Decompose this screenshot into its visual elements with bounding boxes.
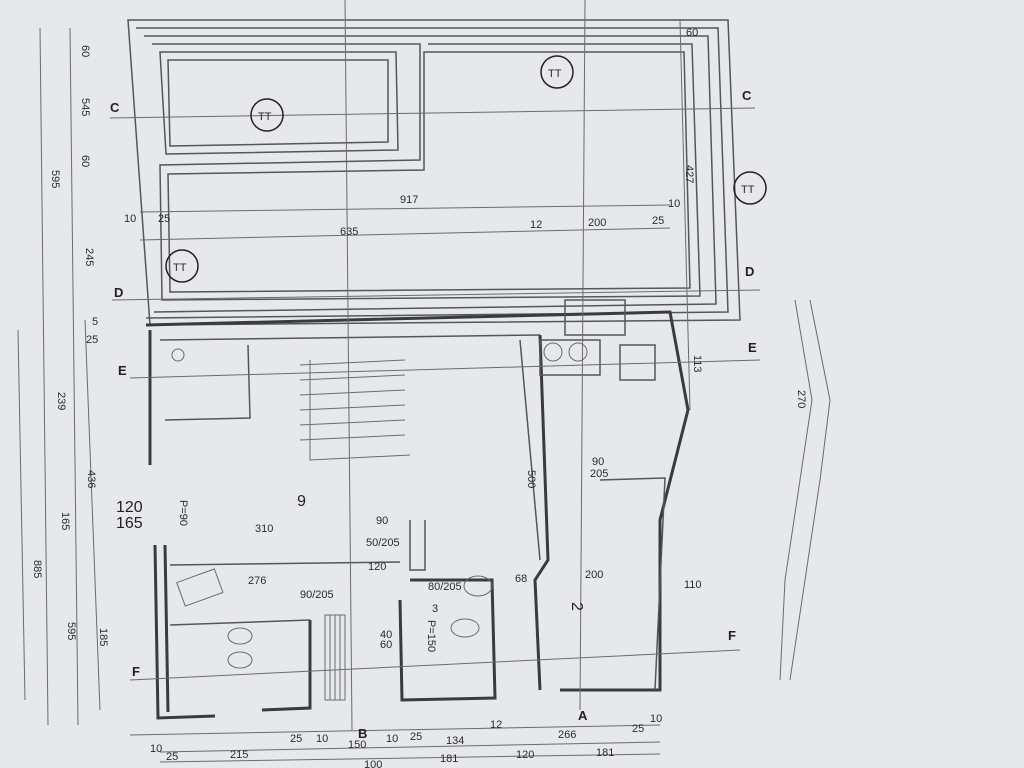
door-height: 205 bbox=[590, 468, 608, 480]
tt-markers: TT TT TT TT bbox=[165, 55, 767, 283]
door-size: 90/205 bbox=[300, 589, 334, 601]
axis-a: A bbox=[578, 708, 588, 723]
dim: 200 bbox=[588, 217, 606, 229]
room-numbers: 6 3 2 bbox=[297, 491, 585, 615]
dim: 10 bbox=[150, 743, 162, 755]
dim: 185 bbox=[97, 628, 109, 646]
dim: 134 bbox=[446, 735, 464, 747]
dim: 25 bbox=[410, 731, 422, 743]
window-width: 120 bbox=[116, 499, 143, 516]
dim: 60 bbox=[79, 155, 91, 167]
section-e-left: E bbox=[118, 363, 127, 378]
dim: 595 bbox=[49, 170, 61, 188]
dim: 310 bbox=[255, 523, 273, 535]
section-d-left: D bbox=[114, 285, 123, 300]
section-f-left: F bbox=[132, 664, 140, 679]
dim: 60 bbox=[79, 45, 91, 57]
dim: 120 bbox=[516, 749, 534, 761]
dim: 100 bbox=[364, 759, 382, 768]
door-size: 50/205 bbox=[366, 537, 400, 549]
dim: 239 bbox=[55, 392, 67, 410]
dim: 12 bbox=[490, 719, 502, 731]
dim: 266 bbox=[558, 729, 576, 741]
dim: 10 bbox=[668, 198, 680, 210]
parapet-label: P=90 bbox=[177, 500, 189, 526]
tt-label: TT bbox=[258, 111, 272, 123]
door-width: 90 bbox=[592, 456, 604, 468]
dim: 276 bbox=[248, 575, 266, 587]
room-2: 2 bbox=[568, 602, 585, 611]
dim: 25 bbox=[166, 751, 178, 763]
dim: 12 bbox=[530, 219, 542, 231]
dim: 113 bbox=[691, 355, 703, 373]
section-d-right: D bbox=[745, 264, 754, 279]
dim: 245 bbox=[83, 248, 95, 266]
dim: 5 bbox=[92, 316, 98, 328]
terrace-outline bbox=[127, 19, 741, 326]
dim: 120 bbox=[368, 561, 386, 573]
dim: 181 bbox=[596, 747, 614, 759]
tt-label: TT bbox=[741, 184, 755, 196]
dim: 25 bbox=[290, 733, 302, 745]
dim: 635 bbox=[340, 226, 358, 238]
dim: 270 bbox=[795, 390, 807, 408]
dim: 25 bbox=[632, 723, 644, 735]
door-size: 80/205 bbox=[428, 581, 462, 593]
building-walls bbox=[145, 299, 690, 720]
dim: 595 bbox=[65, 622, 77, 640]
dim: 10 bbox=[316, 733, 328, 745]
dim: 885 bbox=[31, 560, 43, 578]
opening-labels: 120 165 P=90 310 90 50/205 120 276 90/20… bbox=[116, 456, 608, 652]
top-dimensions: 917 635 12 200 25 10 10 25 bbox=[124, 194, 680, 238]
dim: 215 bbox=[230, 749, 248, 761]
right-dimensions: 427 60 270 113 110 68 200 500 bbox=[515, 27, 807, 591]
dim: 25 bbox=[158, 213, 170, 225]
axis-b: B bbox=[358, 726, 367, 741]
window-width: 40 bbox=[380, 629, 392, 641]
window-height: 165 bbox=[116, 515, 143, 532]
window-height: 60 bbox=[380, 639, 392, 651]
room-3: 3 bbox=[432, 603, 438, 615]
section-letters: C C D D E E F F A B bbox=[110, 88, 757, 741]
sanitary-fixtures bbox=[171, 342, 588, 669]
dimension-lines bbox=[17, 19, 831, 763]
section-e-right: E bbox=[748, 340, 757, 355]
dim: 200 bbox=[585, 569, 603, 581]
dim: 917 bbox=[400, 194, 418, 206]
section-lines bbox=[109, 0, 761, 731]
dim: 60 bbox=[686, 27, 698, 39]
left-dimensions: 60 545 60 245 595 5 25 239 165 436 885 5… bbox=[31, 45, 109, 646]
dim: 500 bbox=[525, 470, 537, 488]
section-c-right: C bbox=[742, 88, 752, 103]
dim: 90 bbox=[376, 515, 388, 527]
dim: 436 bbox=[85, 470, 97, 488]
dim: 165 bbox=[59, 512, 71, 530]
section-c-left: C bbox=[110, 100, 120, 115]
tt-label: TT bbox=[173, 262, 187, 274]
staircase bbox=[299, 359, 411, 701]
dim: 10 bbox=[124, 213, 136, 225]
dim: 427 bbox=[683, 165, 695, 183]
dim: 545 bbox=[79, 98, 91, 116]
bottom-dimensions: 25 10 150 10 25 134 12 266 25 10 10 25 2… bbox=[150, 713, 662, 768]
dim: 10 bbox=[386, 733, 398, 745]
dim: 110 bbox=[684, 579, 702, 591]
dim: 68 bbox=[515, 573, 527, 585]
tt-label: TT bbox=[548, 68, 562, 80]
dim: 150 bbox=[348, 739, 366, 751]
dim: 25 bbox=[652, 215, 664, 227]
dim: 181 bbox=[440, 753, 458, 765]
parapet-label: P=150 bbox=[425, 620, 437, 652]
room-6: 6 bbox=[297, 491, 306, 508]
dim: 25 bbox=[86, 334, 98, 346]
section-f-right: F bbox=[728, 628, 736, 643]
dim: 10 bbox=[650, 713, 662, 725]
